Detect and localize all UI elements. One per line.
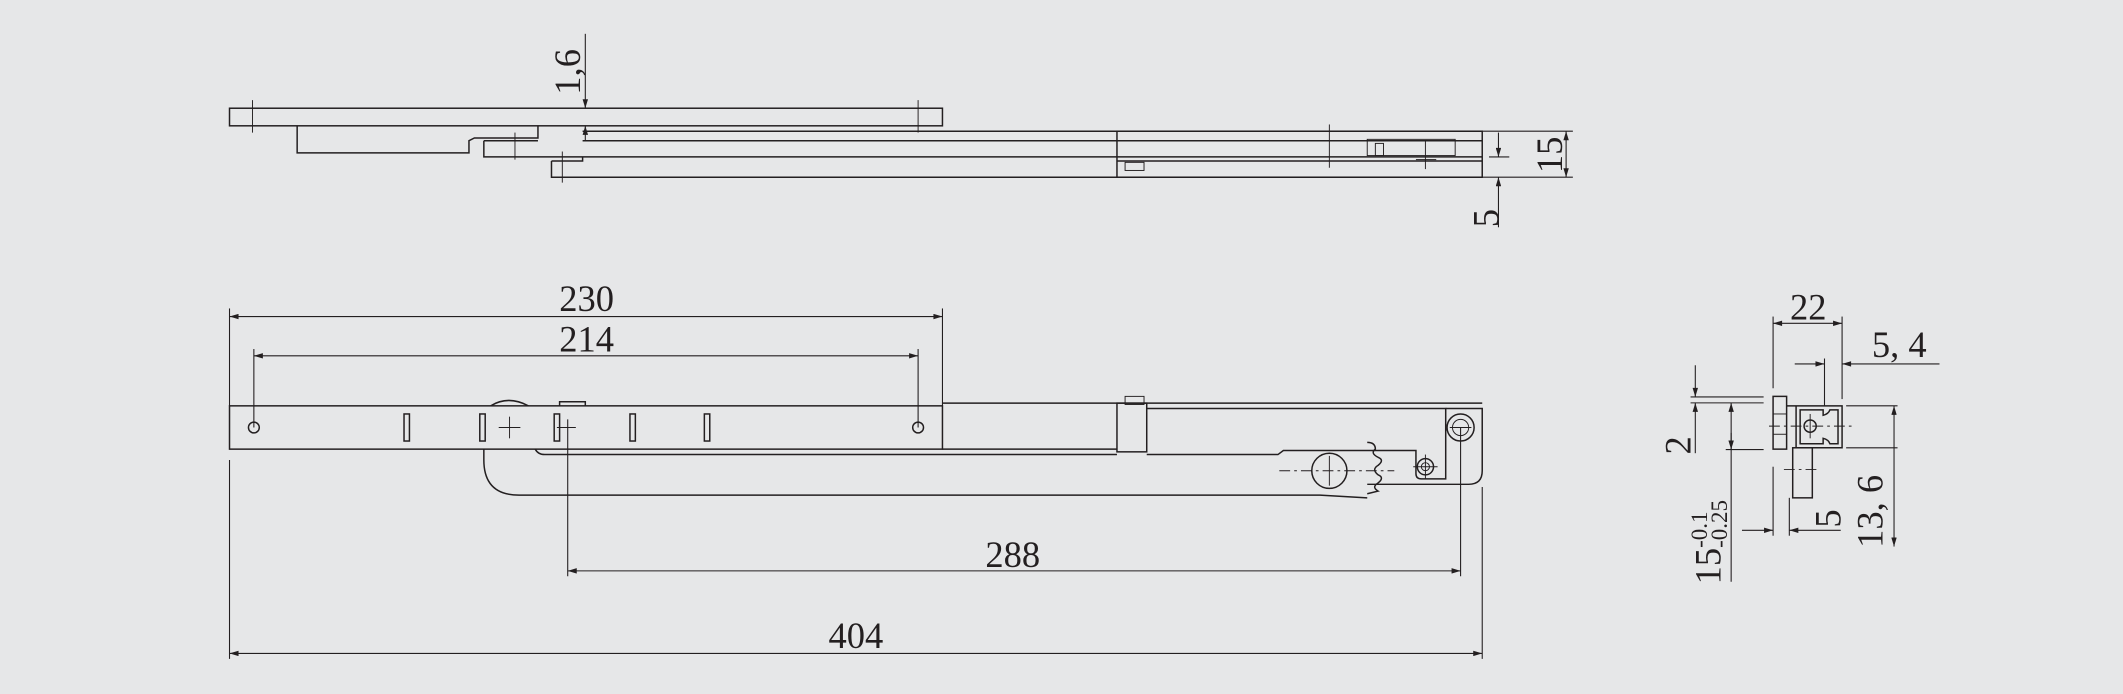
dim-overall-length-label: 404 xyxy=(828,615,883,656)
lower-arm xyxy=(483,449,1368,499)
dim-height-base-label: 15 xyxy=(1687,548,1728,585)
mounting-plate xyxy=(296,125,539,154)
section-view: 22 5, 4 2 15 -0.1 -0.25 5 13, 6 xyxy=(1658,286,1940,584)
dim-height-tolerance: 15 -0.1 -0.25 xyxy=(1687,500,1732,584)
top-view: 1,6 15 5 xyxy=(228,33,1573,227)
dim-offset-label: 5 xyxy=(1465,209,1506,227)
dim-plate-length-label: 230 xyxy=(559,278,614,319)
dim-foot-label: 5 xyxy=(1808,509,1849,527)
hinge-housing xyxy=(1116,130,1483,178)
dim-thickness-label: 1,6 xyxy=(547,49,588,95)
base-profile xyxy=(1772,395,1788,450)
dim-height-tol-lower: -0.25 xyxy=(1707,500,1732,548)
dim-pivot-distance-label: 288 xyxy=(985,534,1040,575)
upper-rail xyxy=(483,130,1483,158)
dim-hole-spacing-label: 214 xyxy=(559,319,614,360)
mounting-plate-side xyxy=(228,405,944,450)
dim-profile-height-label: 13, 6 xyxy=(1850,475,1891,548)
channel-profile xyxy=(1786,405,1843,449)
dim-width-label: 22 xyxy=(1790,286,1827,327)
hinge-block xyxy=(1116,402,1148,453)
dim-step-label: 2 xyxy=(1658,436,1699,454)
hinge-cover xyxy=(1146,407,1447,480)
side-view: 230 214 288 404 xyxy=(228,278,1483,659)
lower-rail xyxy=(550,156,1483,178)
dim-height-label: 15 xyxy=(1529,137,1570,174)
dim-height-tol-upper: -0.1 xyxy=(1687,512,1712,548)
dim-channel-label: 5, 4 xyxy=(1872,324,1927,365)
top-plate xyxy=(228,107,944,127)
